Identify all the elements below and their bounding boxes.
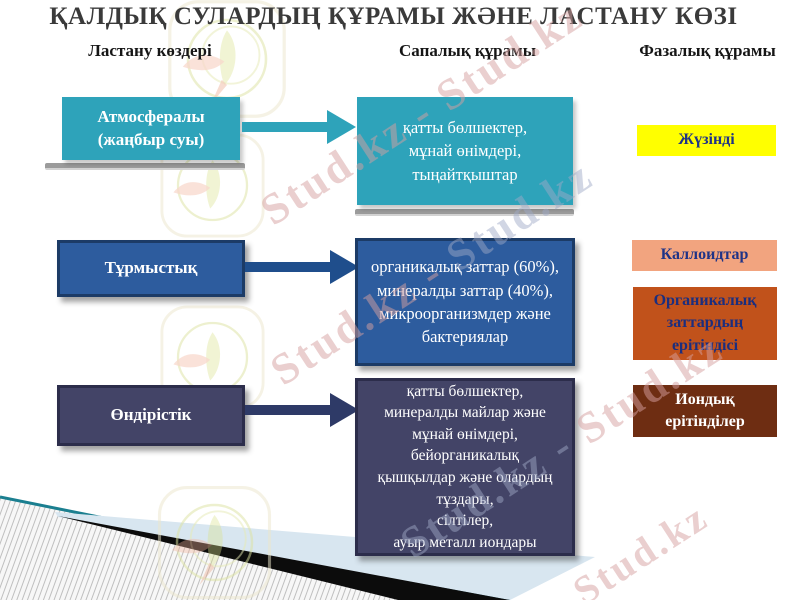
column-header-phase: Фазалық құрамы	[639, 41, 776, 60]
column-header-sources: Ластану көздері	[88, 41, 212, 60]
source-box-domestic: Тұрмыстық	[57, 240, 245, 297]
source-box-industrial: Өндірістік	[57, 385, 245, 446]
column-header-quality: Сапалық құрамы	[399, 41, 536, 60]
source-box-atmospheric: Атмосфералы (жаңбыр суы)	[62, 97, 240, 160]
phase-box-ionic-solutions: Иондық ерітінділер	[633, 385, 777, 437]
arrow-right-icon	[245, 393, 359, 427]
quality-box-domestic: органикалық заттар (60%), минералды затт…	[355, 238, 575, 366]
quality-box-atmospheric: қатты бөлшектер, мұнай өнімдері, тыңайтқ…	[357, 97, 573, 205]
reflection-bar	[45, 163, 245, 170]
arrow-right-icon	[242, 110, 356, 144]
phase-box-organic-solution: Органикалық заттардың ерітіндісі	[633, 287, 777, 360]
phase-box-colloids: Каллоидтар	[632, 240, 777, 271]
arrow-right-icon	[245, 250, 359, 284]
quality-box-industrial: қатты бөлшектер, минералды майлар және м…	[355, 378, 575, 556]
reflection-bar	[355, 209, 574, 216]
phase-box-suspended: Жүзінді	[637, 125, 776, 156]
slide-title: ҚАЛДЫҚ СУЛАРДЫҢ ҚҰРАМЫ ЖӘНЕ ЛАСТАНУ КӨЗІ	[49, 3, 738, 30]
